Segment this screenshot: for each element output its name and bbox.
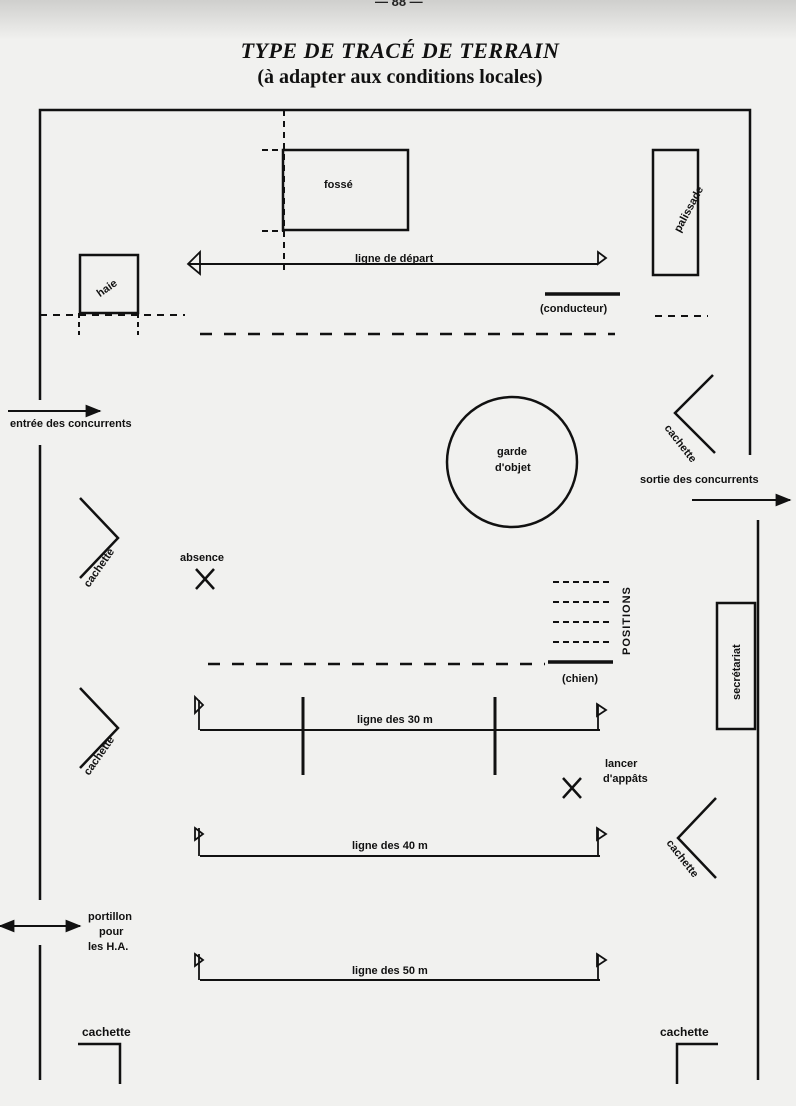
ligne-depart-flag-left [186, 249, 201, 276]
palissade-label: palissade [672, 185, 706, 235]
cachette-left-lower-chevron [79, 687, 120, 769]
page-number: — 88 — [375, 0, 423, 9]
diagram-title: TYPE DE TRACÉ DE TERRAIN [240, 38, 560, 63]
positions-lines [553, 581, 613, 643]
ligne-30-flag-right [596, 702, 608, 718]
field-boundary [38, 108, 752, 455]
lancer-label-1: lancer [605, 758, 638, 770]
chien-label: (chien) [562, 673, 598, 685]
absence-x [195, 568, 215, 590]
page-top-shadow [0, 0, 796, 40]
cachette-bottom-left-corner [78, 1042, 122, 1084]
haie-box [78, 253, 140, 315]
portillon-label-2: pour [99, 926, 124, 938]
garde-label-2: d'objet [495, 462, 531, 474]
portillon-label-1: portillon [88, 911, 132, 923]
palissade-box [651, 148, 700, 277]
secretariat-label: secrétariat [731, 644, 743, 700]
ligne-30-label: ligne des 30 m [357, 714, 433, 726]
ligne-50-flag-right [596, 952, 608, 968]
ligne-50-label: ligne des 50 m [352, 965, 428, 977]
cachette-left-upper-label: cachette [82, 546, 117, 589]
cachette-bottom-left-label: cachette [82, 1025, 131, 1039]
ligne-40-label: ligne des 40 m [352, 840, 428, 852]
garde-label-1: garde [497, 446, 527, 458]
cachette-left-lower-label: cachette [82, 734, 117, 777]
sortie-label: sortie des concurrents [640, 474, 759, 486]
positions-label: POSITIONS [621, 586, 633, 655]
lancer-x [562, 777, 582, 799]
cachette-bottom-right-corner [675, 1042, 718, 1084]
garde-objet-circle [445, 395, 579, 529]
cachette-upper-right-chevron [673, 374, 716, 454]
entree-label: entrée des concurrents [10, 418, 132, 430]
cachette-upper-right-label: cachette [662, 422, 699, 465]
cachette-left-upper-chevron [79, 497, 120, 579]
conducteur-label: (conducteur) [540, 303, 608, 315]
fosse-label: fossé [324, 179, 353, 191]
haie-label: haie [95, 277, 120, 299]
portillon-label-3: les H.A. [88, 941, 128, 953]
ligne-40-flag-right [596, 826, 608, 842]
cachette-right-lower-chevron [676, 797, 717, 879]
lancer-label-2: d'appâts [603, 773, 648, 785]
absence-label: absence [180, 552, 224, 564]
cachette-bottom-right-label: cachette [660, 1025, 709, 1039]
ligne-depart-flag-right [597, 250, 608, 266]
diagram-subtitle: (à adapter aux conditions locales) [257, 66, 543, 88]
secretariat-box [715, 601, 757, 731]
ligne-depart-label: ligne de départ [355, 253, 434, 265]
